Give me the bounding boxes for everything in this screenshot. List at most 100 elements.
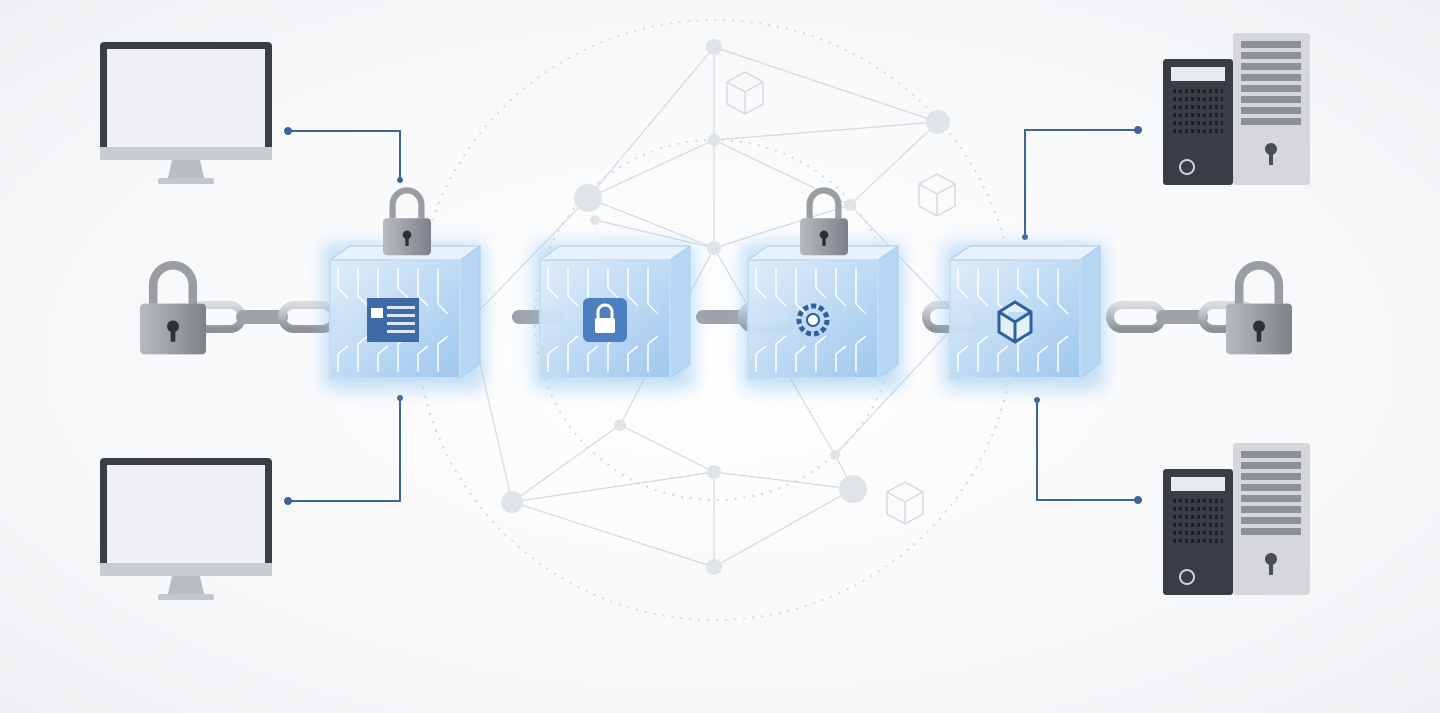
- network-node-icon: [706, 559, 722, 575]
- circuit-trace: [957, 268, 969, 299]
- padlock-block1-icon: [383, 187, 431, 256]
- circuit-trace: [337, 268, 349, 299]
- circuit-trace: [855, 268, 867, 315]
- circuit-trace: [755, 268, 767, 299]
- network-link: [713, 139, 851, 206]
- circuit-trace: [567, 268, 579, 307]
- floating-cube-icon: [726, 71, 764, 115]
- network-node-icon: [830, 450, 840, 460]
- circuit-trace: [587, 345, 599, 372]
- network-link: [849, 204, 961, 321]
- circuit-gear-icon: [796, 303, 830, 337]
- circuit-trace: [775, 268, 787, 307]
- chain-link-icon: [696, 310, 748, 324]
- glass-block-2[interactable]: [534, 244, 694, 389]
- circuit-trace: [437, 268, 449, 315]
- circuit-trace: [357, 268, 369, 307]
- network-background: [414, 19, 1016, 621]
- network-node-icon: [926, 110, 950, 134]
- circuit-trace: [1057, 335, 1069, 372]
- circuit-trace: [775, 335, 787, 372]
- circuit-trace: [567, 335, 579, 372]
- network-node-icon: [614, 419, 626, 431]
- connector-bottom-left: [288, 398, 401, 502]
- network-node-icon: [707, 241, 721, 255]
- circuit-trace: [357, 335, 369, 372]
- circuit-trace: [607, 268, 619, 299]
- network-link: [713, 471, 854, 490]
- circuit-trace: [547, 268, 559, 299]
- network-link: [713, 488, 854, 568]
- chain-link-icon: [236, 310, 288, 324]
- circuit-trace: [547, 345, 559, 372]
- desktop-monitor-bottom-icon: [100, 458, 272, 600]
- circuit-trace: [417, 268, 429, 307]
- glass-block-4[interactable]: [944, 244, 1104, 389]
- circuit-trace: [1017, 268, 1029, 299]
- network-link: [511, 471, 715, 503]
- circuit-trace: [957, 345, 969, 372]
- floating-cube-icon: [886, 481, 924, 525]
- network-link: [619, 424, 715, 473]
- circuit-trace: [1037, 345, 1049, 372]
- network-link: [511, 424, 621, 503]
- connector-bottom-right: [1036, 400, 1138, 501]
- circuit-trace: [647, 268, 659, 315]
- circuit-trace: [835, 345, 847, 372]
- glass-block-1[interactable]: [324, 244, 484, 389]
- padlock-right-icon: [1226, 261, 1292, 355]
- circuit-trace: [1017, 335, 1029, 372]
- circuit-trace: [795, 345, 807, 372]
- network-link: [713, 204, 851, 249]
- network-link: [849, 121, 939, 206]
- network-link: [713, 121, 939, 141]
- chain-link-icon: [1106, 301, 1166, 333]
- glass-block-3[interactable]: [742, 244, 902, 389]
- network-node-icon: [844, 199, 856, 211]
- circuit-trace: [815, 268, 827, 299]
- circuit-trace: [1057, 268, 1069, 315]
- circuit-trace: [627, 345, 639, 372]
- floating-cube-icon: [918, 173, 956, 217]
- circuit-trace: [647, 335, 659, 372]
- circuit-trace: [795, 268, 807, 315]
- server-tower-top-icon: [1163, 33, 1310, 185]
- network-node-icon: [574, 184, 602, 212]
- circuit-trace: [977, 268, 989, 307]
- network-node-icon: [708, 134, 720, 146]
- network-node-icon: [706, 39, 722, 55]
- connector-dots: [284, 126, 1142, 505]
- circuit-trace: [627, 268, 639, 307]
- circuit-trace: [437, 335, 449, 372]
- connector-top-right: [1024, 129, 1138, 237]
- network-link: [469, 197, 589, 321]
- circuit-trace: [377, 345, 389, 372]
- circuit-trace: [417, 345, 429, 372]
- network-node-icon: [590, 215, 600, 225]
- network-link: [587, 197, 715, 249]
- padlock-block3-icon: [800, 187, 848, 256]
- circuit-cube-icon: [997, 300, 1033, 344]
- circuit-lock-icon: [583, 298, 627, 342]
- network-link: [511, 501, 715, 568]
- network-link: [713, 46, 939, 123]
- server-tower-bottom-icon: [1163, 443, 1310, 595]
- network-link: [587, 46, 715, 199]
- network-node-icon: [501, 491, 523, 513]
- circuit-trace: [855, 335, 867, 372]
- circuit-trace: [815, 335, 827, 372]
- circuit-trace: [755, 345, 767, 372]
- network-node-icon: [839, 475, 867, 503]
- network-link: [587, 139, 715, 199]
- document-lock-icon: [367, 298, 419, 342]
- circuit-trace: [997, 345, 1009, 372]
- circuit-trace: [835, 268, 847, 307]
- circuit-trace: [397, 268, 409, 299]
- chain-link-icon: [1156, 310, 1208, 324]
- network-link: [594, 219, 715, 249]
- padlock-left-icon: [140, 261, 206, 355]
- circuit-trace: [1037, 268, 1049, 307]
- desktop-monitor-top-icon: [100, 42, 272, 184]
